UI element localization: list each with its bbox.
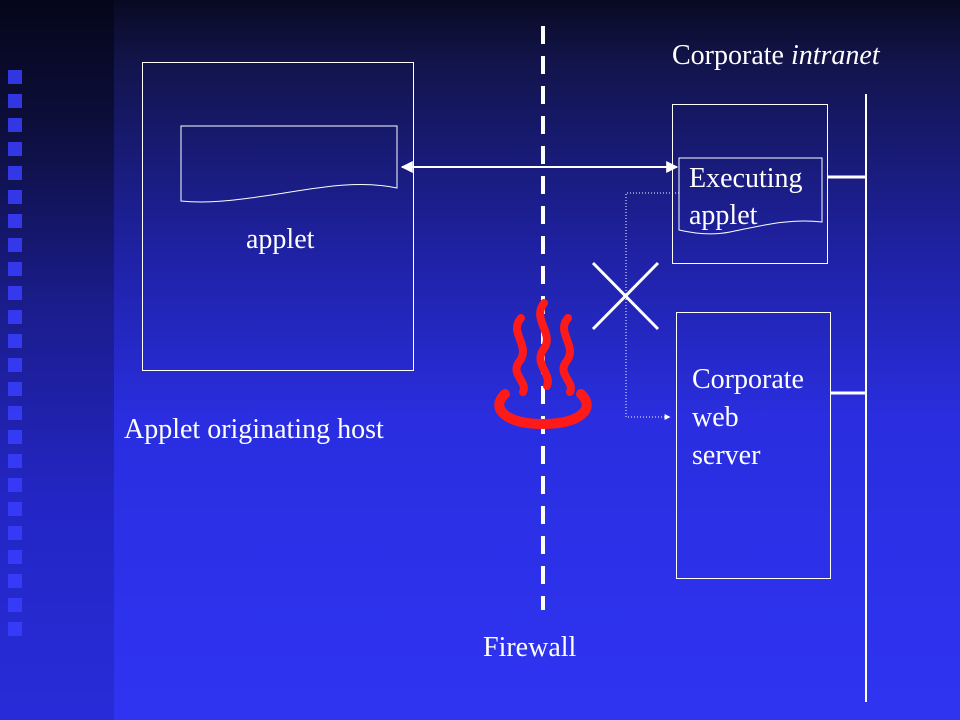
executing-applet-label: Executing applet (689, 160, 803, 234)
blocked-connection-path (625, 192, 679, 420)
executing-applet-document-shape (678, 157, 823, 235)
square-bullets (8, 70, 24, 646)
executing-host-box (672, 104, 828, 264)
web-server-label-line3: server (692, 440, 761, 471)
hot-springs-icon (494, 299, 592, 430)
web-server-label-line2: web (692, 402, 739, 433)
web-server-label-line1: Corporate (692, 364, 804, 395)
web-server-label: Corporate web server (692, 361, 804, 475)
executing-label-line2: applet (689, 200, 758, 231)
left-band-decoration (0, 0, 114, 720)
executing-label-line1: Executing (689, 163, 803, 194)
corporate-label: Corporate (672, 40, 791, 71)
originating-host-label: Applet originating host (124, 414, 384, 445)
web-server-box (676, 312, 831, 579)
applet-document-shape (180, 125, 398, 203)
cross-icon (591, 261, 660, 331)
firewall-label: Firewall (483, 632, 577, 663)
intranet-label: intranet (790, 40, 880, 71)
corporate-intranet-title: Corporate intranet (672, 40, 880, 72)
originating-host-box (142, 62, 414, 371)
applet-label: applet (246, 224, 315, 255)
